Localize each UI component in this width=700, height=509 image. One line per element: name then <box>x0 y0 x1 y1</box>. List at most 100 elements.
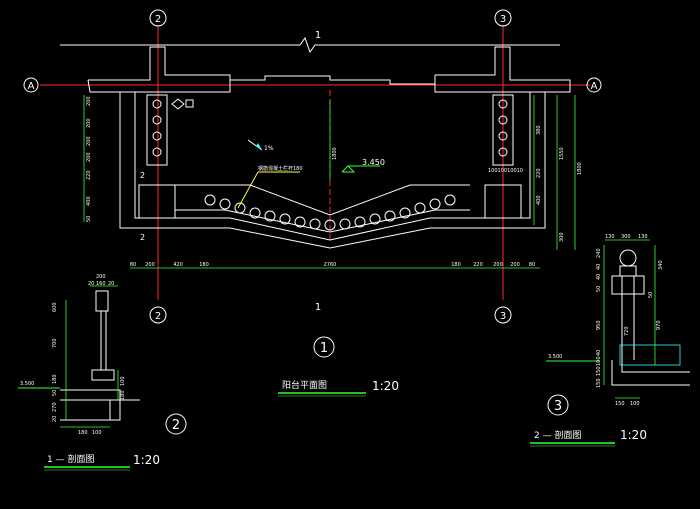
baluster <box>279 213 291 225</box>
section-1-title: 1 — 剖面图 1:20 <box>44 453 160 471</box>
sec2-dim: 130 <box>638 234 648 240</box>
axis-lines <box>40 25 590 300</box>
dim-text: 220 <box>536 168 542 178</box>
baluster <box>339 218 351 230</box>
dim-text: 180 <box>451 262 461 268</box>
axis-bubble-3-top <box>494 9 512 27</box>
sec1-dim: 180 <box>78 430 88 436</box>
section-mark-2-upper: 2 <box>140 171 145 180</box>
axis-label-3-top: 3 <box>500 14 506 25</box>
section-2-dims <box>603 239 681 399</box>
sec2-slab-top <box>621 360 690 373</box>
baluster <box>429 198 441 210</box>
sec2-elevation: 3.500 <box>548 354 562 360</box>
sec2-dim: 150 <box>596 366 602 376</box>
detail-number-2: 2 <box>172 418 180 433</box>
baluster <box>498 115 508 125</box>
detail-circle-2 <box>165 413 187 435</box>
dim-text: 200 <box>510 262 520 268</box>
sec2-cap <box>619 265 637 277</box>
baluster <box>294 216 306 228</box>
sec2-dim: 150 <box>615 401 625 407</box>
sec1-slab <box>60 389 121 421</box>
axis-bubble-2-top <box>149 9 167 27</box>
sec1-dim: 270 <box>52 402 58 412</box>
baluster <box>498 99 508 109</box>
baluster <box>414 202 426 214</box>
elevation-text: 3.450 <box>362 158 385 167</box>
sec2-rail-block <box>611 275 645 295</box>
dim-text: 420 <box>173 262 183 268</box>
sec1-base <box>91 369 115 381</box>
sec1-dim: 180 <box>52 374 58 384</box>
baluster <box>444 194 456 206</box>
window-sill <box>230 75 435 85</box>
axis-bubble-2-bottom <box>149 306 167 324</box>
slope-text: 1% <box>264 145 274 152</box>
section-1-detail <box>60 290 140 421</box>
dim-text: 220 <box>86 170 92 180</box>
building-walls <box>87 46 571 249</box>
dims-left: 200 200 200 200 220 400 50 <box>86 96 92 222</box>
sec1-elevation: 3.500 <box>20 381 34 387</box>
annotation-leader <box>237 171 259 209</box>
dimension-lines <box>83 95 576 269</box>
section-2-title: 2 — 剖面图 1:20 <box>530 428 647 447</box>
sec2-title-text: 2 — 剖面图 <box>534 429 581 441</box>
axis-bubble-3-bottom <box>494 306 512 324</box>
baluster <box>152 99 162 109</box>
sec1-dim: 20 <box>52 416 58 422</box>
dim-text: 400 <box>536 195 542 205</box>
sec2-slab <box>611 360 690 386</box>
sec2-dim: 100 <box>630 401 640 407</box>
dim-center-text: 1800 <box>332 147 338 160</box>
dim-text: 1800 <box>577 162 583 175</box>
sec2-dim: 130 <box>605 234 615 240</box>
pipe-detail <box>171 98 194 110</box>
sec1-dim: 20 <box>108 281 114 287</box>
sec2-dim: 50 <box>596 286 602 292</box>
sec1-dim: 160 <box>96 281 106 287</box>
sec2-ball <box>619 249 637 267</box>
sec2-dim: 240 <box>596 248 602 258</box>
column-2 <box>146 94 168 166</box>
sec1-dim: 100 <box>120 376 126 386</box>
dim-text: 200 <box>493 262 503 268</box>
sec1-title-scale: 1:20 <box>133 453 160 467</box>
sec1-dim: 100 <box>92 430 102 436</box>
dim-text: 400 <box>86 196 92 206</box>
sec2-hatch-box <box>619 344 681 366</box>
dim-text: 200 <box>86 96 92 106</box>
baluster <box>354 216 366 228</box>
baluster <box>152 115 162 125</box>
detail-number-1: 1 <box>320 341 328 356</box>
sec2-dim: 720 <box>624 326 630 336</box>
dim-text: 300 <box>559 232 565 242</box>
sec1-dim: 200 <box>96 274 106 280</box>
baluster <box>309 218 321 230</box>
sec1-dim: 700 <box>52 338 58 348</box>
axis-label-a-left: A <box>28 81 35 92</box>
wall-right-upper <box>434 46 571 93</box>
sec2-dim: 150 <box>596 378 602 388</box>
sec2-dim: 970 <box>656 320 662 330</box>
balusters <box>152 99 508 231</box>
axis-label-3-bottom: 3 <box>500 311 506 322</box>
baluster <box>234 202 246 214</box>
baluster <box>152 131 162 141</box>
sec2-dim: 50 <box>648 292 654 298</box>
annotation-railing: 钢筋混凝土栏杆180 <box>237 165 303 209</box>
sec2-dim: 40 <box>596 274 602 280</box>
wall-left-upper <box>87 46 231 93</box>
dim-text: 2760 <box>324 262 337 268</box>
baluster <box>249 207 261 219</box>
dim-text: 200 <box>86 118 92 128</box>
elevation-mark: 3.450 <box>341 158 385 173</box>
section-1-dims <box>60 285 119 428</box>
sec2-dim: 300 <box>621 234 631 240</box>
baluster <box>498 131 508 141</box>
slope-arrow: 1% <box>247 139 274 152</box>
dim-text: 200 <box>86 136 92 146</box>
pipe-box <box>185 99 194 108</box>
